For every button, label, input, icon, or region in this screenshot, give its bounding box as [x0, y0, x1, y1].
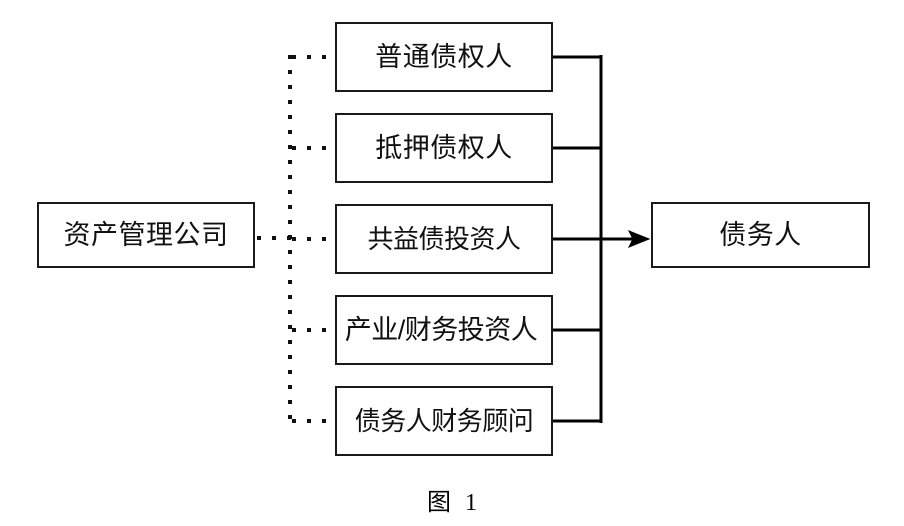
node-mortgage-creditor[interactable]: 抵押债权人 [335, 113, 553, 183]
node-label-debtor-financial-advisor: 债务人财务顾问 [354, 406, 534, 436]
arrow-head-icon [627, 230, 651, 248]
node-asset-management-company[interactable]: 资产管理公司 [37, 202, 255, 268]
node-label-industrial-financial-investor: 产业/财务投资人 [344, 314, 538, 345]
node-industrial-financial-investor[interactable]: 产业/财务投资人 [335, 295, 553, 365]
node-label-mortgage-creditor: 抵押债权人 [375, 132, 513, 163]
figure-caption-number: 1 [465, 490, 477, 516]
right-connector-group [553, 55, 638, 423]
node-label-asset-management-company: 资产管理公司 [63, 219, 229, 250]
node-common-benefit-investor[interactable]: 共益债投资人 [335, 204, 553, 274]
node-label-debtor: 债务人 [719, 219, 802, 250]
node-label-ordinary-creditor: 普通债权人 [375, 41, 513, 72]
dotted-connector-group [257, 55, 333, 423]
node-label-common-benefit-investor: 共益债投资人 [367, 224, 521, 254]
figure-caption-label: 图 [427, 490, 451, 516]
node-debtor[interactable]: 债务人 [651, 202, 870, 268]
node-ordinary-creditor[interactable]: 普通债权人 [335, 22, 553, 92]
node-debtor-financial-advisor[interactable]: 债务人财务顾问 [335, 386, 553, 456]
